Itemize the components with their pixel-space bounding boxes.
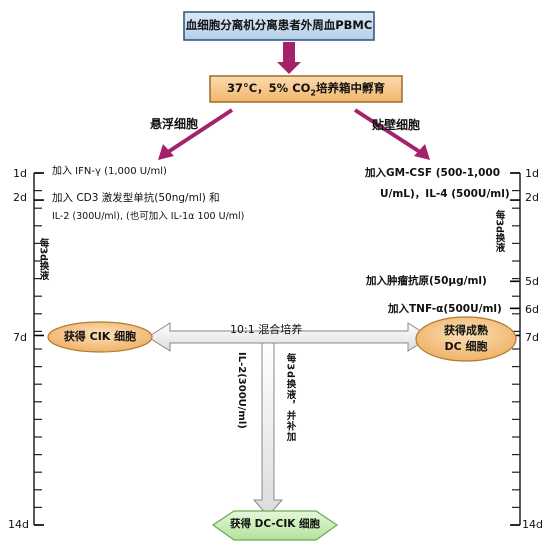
- right-step-day6: 加入TNF-α(500U/ml): [388, 303, 502, 315]
- mix-label: 10:1 混合培养: [230, 323, 303, 336]
- final-label: 获得 DC-CIK 细胞: [229, 518, 321, 530]
- down-arrow-maroon: [277, 42, 301, 74]
- right-tick-label: 7d: [525, 331, 539, 344]
- dc-label-line2: DC 细胞: [444, 340, 488, 353]
- left-tick-label: 14d: [8, 518, 29, 531]
- incubate-label-pre: 37°C，5% CO: [226, 81, 311, 95]
- left-tick-label: 1d: [13, 167, 27, 180]
- incubate-box-shape: [209, 75, 403, 103]
- right-step-day1b: U/mL)，IL-4 (500U/ml): [380, 188, 510, 200]
- right-medium-change: 每3d换液: [493, 210, 505, 252]
- right-tick-label: 5d: [525, 275, 539, 288]
- right-step-day1a: 加入GM-CSF (500-1,000: [365, 167, 501, 179]
- left-tick-label: 2d: [13, 191, 27, 204]
- branch-arrow-left: [166, 108, 234, 154]
- branch-right-label: 贴壁细胞: [372, 118, 421, 132]
- final-diamond: [211, 510, 339, 541]
- center-change-label: 每3d换液，并补加: [284, 353, 296, 442]
- left-step-day2a: 加入 CD3 激发型单抗(50ng/ml) 和: [52, 192, 220, 204]
- left-step-day2b: IL-2 (300U/ml), (也可加入 IL-1α 100 U/ml): [52, 211, 245, 222]
- dc-ellipse: [415, 316, 517, 362]
- cik-label: 获得 CIK 细胞: [63, 330, 137, 343]
- dc-label-line1: 获得成熟: [444, 324, 488, 337]
- incubate-box-label: 37°C，5% CO2培养箱中孵育: [210, 81, 402, 98]
- center-down-arrow: [252, 342, 284, 517]
- center-il2-label: IL-2(300U/ml): [236, 352, 247, 429]
- right-tick-label: 1d: [525, 167, 539, 180]
- right-time-axis: [510, 172, 521, 526]
- incubate-label-post: 培养箱中孵育: [316, 81, 385, 95]
- cik-ellipse: [47, 321, 153, 353]
- branch-arrow-right-head: [414, 144, 430, 160]
- right-tick-label: 2d: [525, 191, 539, 204]
- branch-left-label: 悬浮细胞: [150, 117, 199, 131]
- left-tick-label: 7d: [13, 331, 27, 344]
- branch-arrow-left-head: [158, 144, 174, 160]
- right-tick-label: 6d: [525, 303, 539, 316]
- top-box-shape: [183, 11, 375, 41]
- left-step-day1: 加入 IFN-γ (1,000 U/ml): [52, 166, 167, 177]
- right-tick-label: 14d: [522, 518, 543, 531]
- incubate-label-sub: 2: [310, 88, 316, 98]
- right-step-day5: 加入肿瘤抗原(50μg/ml): [366, 275, 487, 287]
- left-time-axis: [33, 172, 44, 526]
- top-box-label: 血细胞分离机分离患者外周血PBMC: [185, 18, 373, 32]
- branch-arrow-right: [353, 108, 422, 154]
- left-medium-change: 每3d换液: [37, 238, 49, 280]
